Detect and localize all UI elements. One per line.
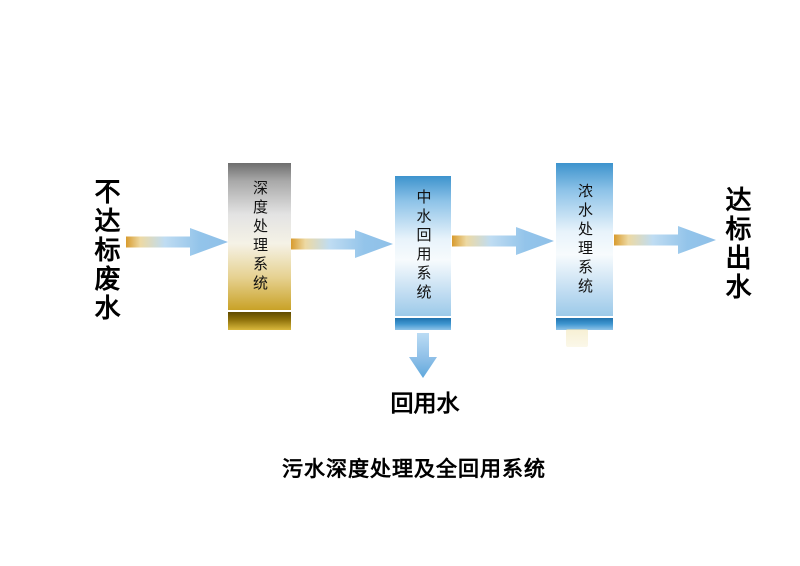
reuse-water-label: 回用水 [390,390,460,416]
faded-watermark [566,329,588,347]
flow-arrow-down-icon [409,333,437,378]
station-base-bar [395,318,451,330]
station-deep-treatment: 深度处理系统 [228,163,291,330]
station-label: 浓水处理系统 [576,182,593,297]
station-concentrate-treatment: 浓水处理系统 [556,163,613,330]
station-water-reuse: 中水回用系统 [395,176,451,330]
station-label: 中水回用系统 [414,189,432,303]
flow-arrow-right-icon [614,226,716,254]
station-body: 中水回用系统 [395,176,451,316]
station-body: 深度处理系统 [228,163,291,310]
flow-arrow-right-icon [452,227,554,255]
station-base-bar [556,318,613,330]
station-label: 深度处理系统 [251,179,268,294]
diagram-caption: 污水深度处理及全回用系统 [282,458,546,481]
output-stream-label: 达标出水 [722,186,752,302]
input-stream-label: 不达标废水 [91,178,121,323]
station-base-bar [228,312,291,330]
flow-arrow-right-icon [126,228,228,256]
station-body: 浓水处理系统 [556,163,613,316]
flow-arrow-right-icon [291,230,393,258]
